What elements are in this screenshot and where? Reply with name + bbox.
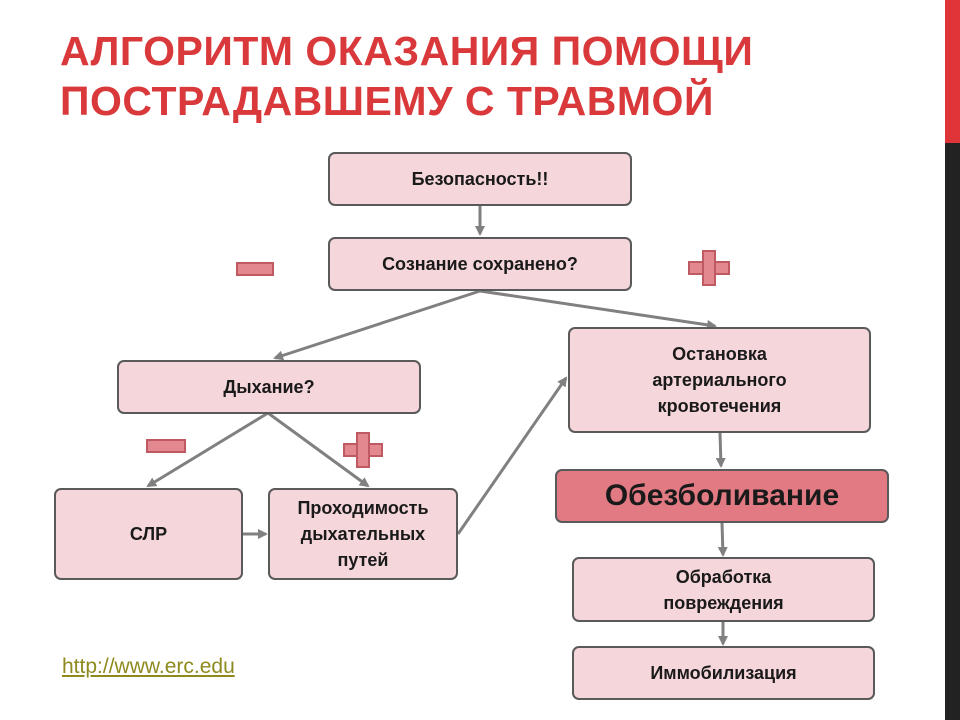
minus-icon [236,262,274,276]
plus-icon [343,432,383,468]
accent-bar-bottom [945,143,960,720]
node-airway-line-2: дыхательных [300,524,426,544]
node-immobilization-label: Иммобилизация [650,663,797,683]
node-bleeding-line-3: кровотечения [657,396,782,416]
node-cpr-label: СЛР [129,524,168,544]
node-wound-care-label: Обработка повреждения [663,564,783,616]
arrow-consciousness-to-breathing [273,289,481,361]
node-breathing: Дыхание? [117,360,421,414]
node-airway-line-1: Проходимость [297,498,429,518]
arrow-airway-to-bleeding [456,376,568,535]
node-airway-line-3: путей [337,550,389,570]
node-wound-line-2: повреждения [663,592,784,613]
node-bleeding-line-1: Остановка [672,344,767,364]
title-line-2: ПОСТРАДАВШЕМУ С ТРАВМОЙ [60,78,714,124]
node-bleeding: Остановка артериального кровотечения [568,327,871,433]
node-pain-relief-label: Обезболивание [604,479,840,512]
accent-bar-top [945,0,960,143]
arrow-breathing-to-airway [267,411,370,488]
plus-icon [688,250,730,286]
arrow-consciousness-to-bleeding [479,289,717,330]
node-pain-relief: Обезболивание [555,469,889,523]
node-breathing-label: Дыхание? [223,377,315,397]
node-safety-label: Безопасность!! [411,169,549,189]
arrow-pain-to-wound [717,522,728,557]
arrow-breathing-to-cpr [146,411,269,488]
node-wound-line-1: Обработка [675,566,772,587]
node-safety: Безопасность!! [328,152,632,206]
arrow-bleeding-to-pain [715,432,726,468]
slide-title: АЛГОРИТМ ОКАЗАНИЯ ПОМОЩИ ПОСТРАДАВШЕМУ С… [60,26,900,126]
node-bleeding-label: Остановка артериального кровотечения [652,341,786,419]
node-consciousness: Сознание сохранено? [328,237,632,291]
node-bleeding-line-2: артериального [652,370,787,390]
title-line-1: АЛГОРИТМ ОКАЗАНИЯ ПОМОЩИ [60,28,754,74]
node-wound-care: Обработка повреждения [572,557,875,622]
erc-link[interactable]: http://www.erc.edu [62,655,235,678]
node-consciousness-label: Сознание сохранено? [382,254,578,274]
node-immobilization: Иммобилизация [572,646,875,700]
node-airway: Проходимость дыхательных путей [268,488,458,580]
node-airway-label: Проходимость дыхательных путей [297,495,428,573]
node-cpr: СЛР [54,488,243,580]
minus-icon [146,439,186,453]
